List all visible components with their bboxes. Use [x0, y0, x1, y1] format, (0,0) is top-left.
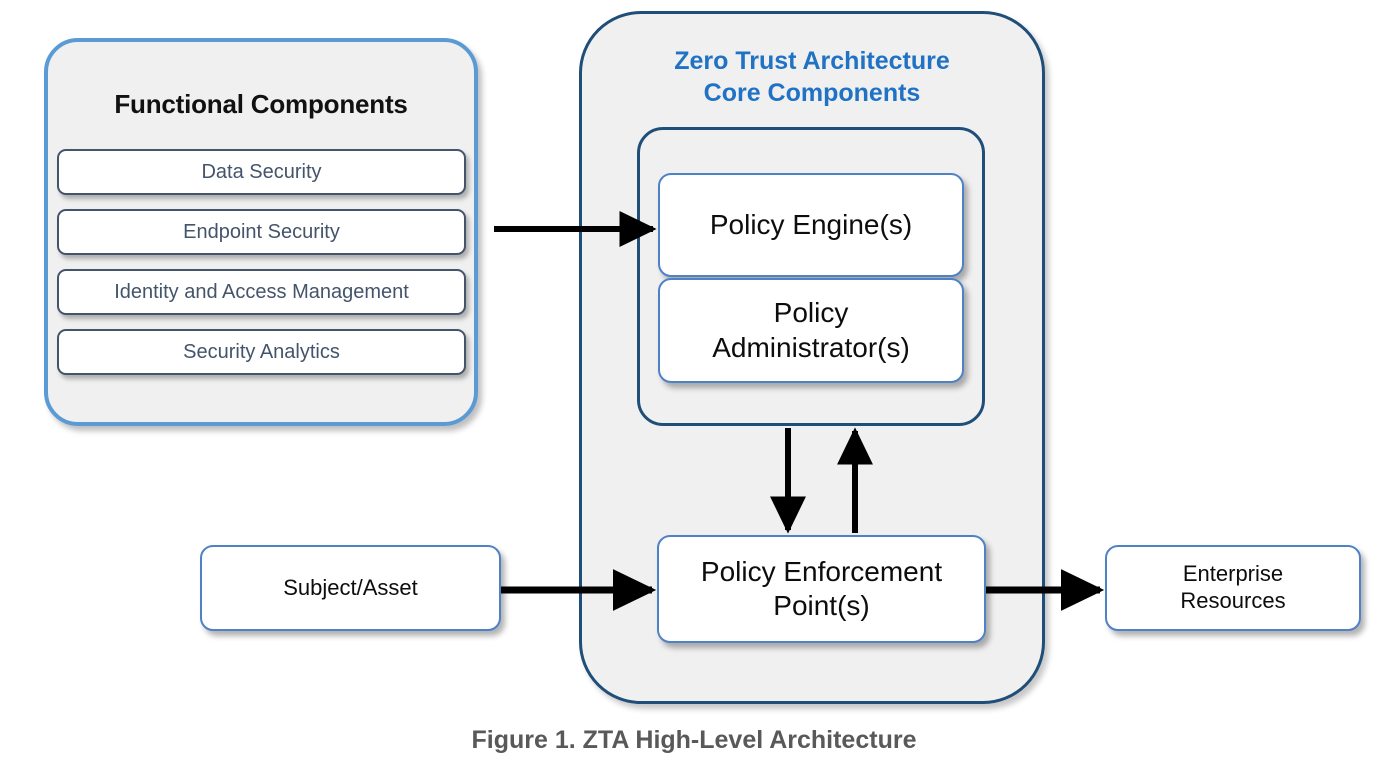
functional-item-label: Identity and Access Management: [114, 280, 409, 303]
functional-item-label: Data Security: [201, 160, 322, 183]
zta-panel-title-line2: Core Components: [703, 78, 921, 107]
functional-item-data-security[interactable]: Data Security: [57, 149, 466, 195]
node-policy-administrator[interactable]: Policy Administrator(s): [658, 278, 964, 383]
node-enterprise-label-line1: Enterprise: [1182, 561, 1284, 587]
zta-panel-title: Zero Trust Architecture Core Components: [582, 46, 1042, 110]
functional-item-label: Endpoint Security: [183, 220, 340, 243]
functional-components-title: Functional Components: [114, 89, 408, 119]
functional-item-endpoint-security[interactable]: Endpoint Security: [57, 209, 466, 255]
node-policy-enforcement-point-label: Policy Enforcement Point(s): [701, 555, 942, 623]
node-pep-label-line1: Policy Enforcement: [700, 555, 943, 587]
functional-item-label: Security Analytics: [183, 340, 340, 363]
policy-group-container: [637, 127, 985, 426]
node-policy-engine[interactable]: Policy Engine(s): [658, 173, 964, 277]
node-policy-administrator-label: Policy Administrator(s): [712, 296, 910, 364]
functional-item-security-analytics[interactable]: Security Analytics: [57, 329, 466, 375]
zta-panel-title-line1: Zero Trust Architecture: [674, 47, 950, 75]
node-pep-label-line2: Point(s): [773, 590, 870, 621]
node-policy-enforcement-point[interactable]: Policy Enforcement Point(s): [657, 535, 986, 643]
figure-caption: Figure 1. ZTA High-Level Architecture: [471, 726, 917, 754]
node-subject-asset-label: Subject/Asset: [283, 574, 418, 600]
node-enterprise-resources[interactable]: Enterprise Resources: [1105, 545, 1361, 631]
node-subject-asset[interactable]: Subject/Asset: [200, 545, 501, 631]
functional-components-panel: Functional Components Data Security Endp…: [44, 38, 478, 426]
node-policy-administrator-label-line1: Policy: [773, 297, 849, 329]
node-enterprise-resources-label: Enterprise Resources: [1180, 561, 1285, 615]
node-policy-engine-label: Policy Engine(s): [709, 208, 913, 240]
functional-item-identity-access-management[interactable]: Identity and Access Management: [57, 269, 466, 315]
node-enterprise-label-line2: Resources: [1180, 588, 1286, 613]
node-policy-administrator-label-line2: Administrator(s): [712, 331, 910, 363]
